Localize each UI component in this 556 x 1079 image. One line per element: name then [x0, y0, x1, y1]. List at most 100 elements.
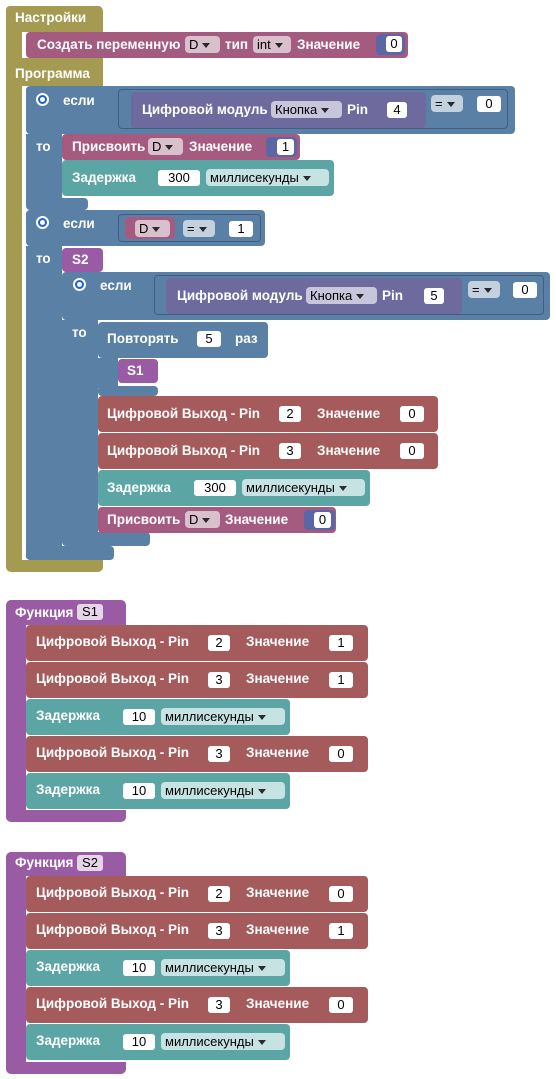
create-variable-name-dropdown[interactable]: D	[185, 36, 220, 53]
if1-delay-unit-dropdown[interactable]: миллисекунды	[206, 169, 329, 186]
type-dropdown[interactable]: int	[253, 36, 291, 53]
if1-then-label: то	[36, 139, 51, 154]
function-s2-name-field[interactable]: S2	[77, 855, 103, 871]
inner-out2-block[interactable]	[98, 433, 438, 469]
inner-out2-pin-field[interactable]: 3	[279, 443, 301, 459]
inner-assign-value-field[interactable]: 0	[314, 512, 331, 528]
chevron-down-icon	[257, 966, 266, 972]
digital-output-value-field[interactable]: 1	[329, 672, 353, 688]
inner-out1-block[interactable]	[98, 396, 438, 432]
digital-output-value-field[interactable]: 0	[329, 746, 353, 762]
if2-compare-value-field[interactable]: 1	[229, 221, 253, 237]
if1-delay-value-field[interactable]: 300	[158, 170, 200, 186]
digital-output-block[interactable]	[26, 913, 368, 949]
digital-output-pin-field[interactable]: 3	[208, 746, 230, 762]
digital-output-pin-field[interactable]: 2	[208, 886, 230, 902]
inner-if-module-type-dropdown[interactable]: Кнопка	[306, 287, 377, 304]
repeat-label: Повторять	[107, 331, 179, 346]
inner-if-op-dropdown[interactable]: =	[468, 281, 500, 298]
if2-var: D	[139, 221, 149, 236]
if1-assign-value-label: Значение	[189, 139, 253, 154]
digital-output-block[interactable]	[26, 876, 368, 912]
delay-unit-dropdown[interactable]: миллисекунды	[161, 959, 285, 976]
if1-assign-var-dropdown[interactable]: D	[148, 138, 183, 155]
delay-label: Задержка	[36, 708, 100, 723]
if1-module-type-dropdown[interactable]: Кнопка	[271, 101, 342, 118]
delay-unit-dropdown[interactable]: миллисекунды	[161, 708, 285, 725]
setup-value-field[interactable]: 0	[386, 36, 402, 52]
program-cap	[6, 58, 102, 86]
chevron-down-icon	[257, 789, 266, 795]
digital-output-block[interactable]	[26, 736, 368, 772]
digital-output-value-field[interactable]: 1	[329, 635, 353, 651]
if2-op: =	[187, 221, 195, 236]
chevron-down-icon	[302, 176, 311, 182]
chevron-down-icon	[338, 486, 347, 492]
digital-output-value-field[interactable]: 1	[329, 923, 353, 939]
delay-value-field[interactable]: 10	[123, 1034, 155, 1050]
create-variable-name: D	[189, 37, 199, 52]
inner-delay-value-field[interactable]: 300	[194, 480, 236, 496]
inner-out2-value-field[interactable]: 0	[400, 443, 424, 459]
call-s2-block[interactable]	[62, 248, 103, 272]
if2-if-label: если	[63, 216, 95, 231]
digital-output-value-field[interactable]: 0	[329, 886, 353, 902]
if2-var-dropdown[interactable]: D	[135, 220, 170, 237]
digital-output-pin-field[interactable]: 3	[208, 923, 230, 939]
function-s1-name-field[interactable]: S1	[77, 604, 103, 620]
if1-pin-field[interactable]: 4	[387, 102, 407, 118]
chevron-down-icon	[483, 288, 492, 294]
delay-value-field[interactable]: 10	[123, 709, 155, 725]
delay-value-field[interactable]: 10	[123, 960, 155, 976]
inner-if-compare-value-field[interactable]: 0	[513, 282, 537, 298]
digital-output-block[interactable]	[26, 987, 368, 1023]
digital-output-value-label: Значение	[246, 745, 310, 760]
digital-output-pin-field[interactable]: 2	[208, 635, 230, 651]
digital-output-pin-field[interactable]: 3	[208, 997, 230, 1013]
gear-icon[interactable]	[36, 216, 49, 229]
if1-compare-value-field[interactable]: 0	[477, 96, 501, 112]
gear-icon[interactable]	[73, 278, 86, 291]
call-s1-block[interactable]	[118, 359, 158, 383]
repeat-count-field[interactable]: 5	[197, 331, 221, 347]
inner-out1-pin-field[interactable]: 2	[279, 406, 301, 422]
inner-out2-value-label: Значение	[317, 443, 381, 458]
digital-output-value-label: Значение	[246, 922, 310, 937]
inner-if-op: =	[472, 282, 480, 297]
if1-op-dropdown[interactable]: =	[431, 95, 463, 112]
delay-unit: миллисекунды	[165, 709, 254, 724]
delay-label: Задержка	[36, 959, 100, 974]
repeat-unit-label: раз	[235, 331, 258, 346]
repeat-block[interactable]	[98, 322, 268, 358]
chevron-down-icon	[202, 518, 211, 524]
inner-if-module-type: Кнопка	[310, 288, 353, 303]
call-s1-label: S1	[127, 363, 144, 378]
delay-unit: миллисекунды	[165, 783, 254, 798]
digital-output-value-field[interactable]: 0	[329, 997, 353, 1013]
delay-value-field[interactable]: 10	[123, 783, 155, 799]
digital-output-block[interactable]	[26, 625, 368, 661]
digital-output-label: Цифровой Выход - Pin	[36, 745, 189, 760]
if1-bottom	[26, 198, 88, 210]
digital-output-pin-field[interactable]: 3	[208, 672, 230, 688]
chevron-down-icon	[165, 145, 174, 151]
inner-assign-var-dropdown[interactable]: D	[185, 511, 220, 528]
inner-delay-unit-dropdown[interactable]: миллисекунды	[242, 479, 365, 496]
gear-icon[interactable]	[36, 93, 49, 106]
delay-unit-dropdown[interactable]: миллисекунды	[161, 1033, 285, 1050]
chevron-down-icon	[257, 715, 266, 721]
inner-if-pin-field[interactable]: 5	[424, 288, 444, 304]
inner-out1-value-field[interactable]: 0	[400, 406, 424, 422]
digital-output-block[interactable]	[26, 662, 368, 698]
function-s2-title: Функция	[15, 855, 74, 870]
chevron-down-icon	[356, 294, 365, 300]
if2-op-dropdown[interactable]: =	[183, 220, 215, 237]
delay-unit-dropdown[interactable]: миллисекунды	[161, 782, 285, 799]
if1-assign-value-field[interactable]: 1	[277, 139, 294, 155]
digital-output-label: Цифровой Выход - Pin	[36, 634, 189, 649]
if1-pin-label: Pin	[347, 102, 369, 117]
inner-if-pin-label: Pin	[382, 288, 404, 303]
if2-spine	[26, 246, 62, 558]
digital-output-value-label: Значение	[246, 996, 310, 1011]
chevron-down-icon	[274, 43, 283, 49]
